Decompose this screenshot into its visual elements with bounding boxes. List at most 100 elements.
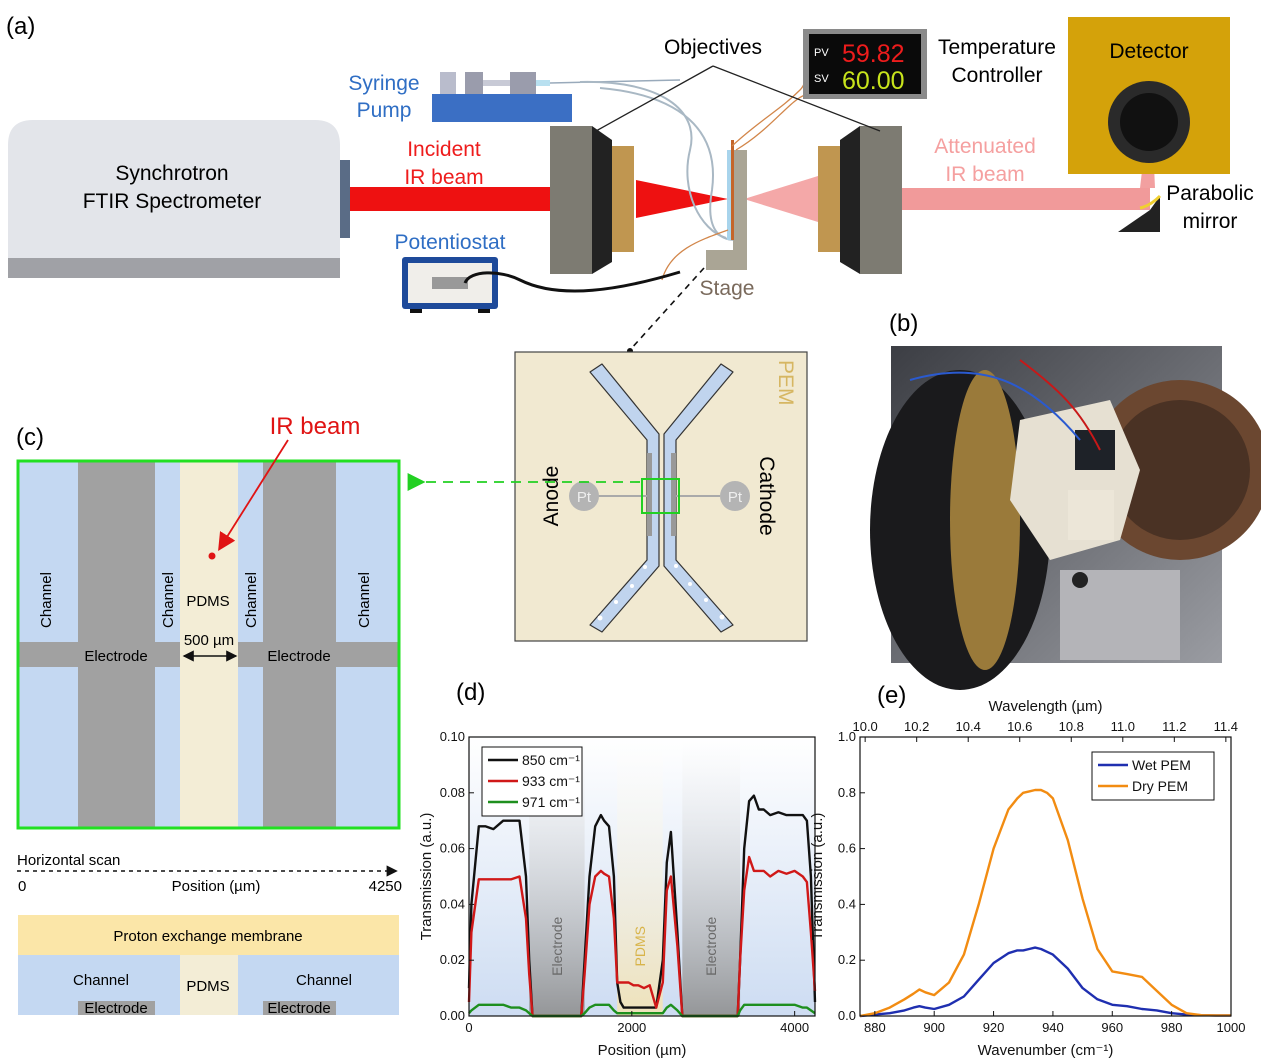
top-axis-label: Wavelength (µm) [989, 698, 1103, 715]
mirror-label-line1: Parabolic [1166, 182, 1254, 205]
channel-label-3: Channel [243, 572, 260, 628]
pt-right: Pt [728, 489, 743, 506]
series-line-2 [468, 1003, 816, 1018]
scan-axis-label: Position (µm) [172, 878, 261, 895]
temperature-controller: PV 59.82 SV 60.00 [803, 29, 927, 99]
mirror-label-line2: mirror [1183, 210, 1238, 233]
region-label-2: Electrode [703, 916, 719, 975]
plot-frame [468, 736, 816, 1017]
top-tick-label-7: 11.4 [1214, 719, 1238, 734]
x-tick-label-1: 2000 [617, 1020, 646, 1035]
incident-beam-label-line2: IR beam [404, 166, 483, 189]
ir-beam-arrow [218, 439, 289, 552]
y-tick-label-1: 0.02 [440, 952, 465, 967]
series-line-0 [859, 946, 1231, 1018]
potentiostat-label: Potentiostat [395, 231, 506, 254]
stage [706, 140, 747, 270]
attenuated-label-line2: IR beam [945, 163, 1024, 186]
incident-beam [350, 187, 550, 211]
region-2 [682, 737, 741, 1016]
pt-left: Pt [577, 489, 592, 506]
y-tick-label-3: 0.6 [838, 841, 856, 856]
membrane-label: Proton exchange membrane [113, 928, 302, 945]
y-tick-label-5: 1.0 [838, 729, 856, 744]
ir-beam-label: IR beam [270, 413, 361, 440]
channel-label-2: Channel [160, 572, 177, 628]
incident-beam-focus [636, 180, 728, 218]
attenuated-beam [902, 188, 1150, 210]
series-line-1 [859, 788, 1231, 1018]
spectrometer-label-line1: Synchrotron [115, 162, 228, 185]
pem-label: PEM [774, 360, 797, 406]
legend-box [1091, 751, 1215, 801]
y-tick-label-0: 0.0 [838, 1008, 856, 1023]
objective-right [818, 126, 902, 274]
attenuated-beam-cone [744, 176, 818, 222]
top-tick-label-3: 10.6 [1007, 719, 1032, 734]
sv-label: SV [814, 73, 829, 85]
y-tick-label-0: 0.00 [440, 1008, 465, 1023]
syringe-label-line1: Syringe [348, 72, 419, 95]
electrode-label-left: Electrode [84, 648, 147, 665]
top-tick-label-0: 10.0 [852, 719, 877, 734]
panel-label-c: (c) [16, 424, 44, 451]
plot-frame [859, 736, 1232, 1017]
y-tick-label-4: 0.08 [440, 785, 465, 800]
parabolic-mirror [1118, 196, 1160, 232]
cs-pdms: PDMS [186, 978, 229, 995]
spectrometer-label-line2: FTIR Spectrometer [83, 190, 262, 213]
chip: Pt Pt PEM Anode Cathode [514, 351, 808, 642]
setup-photo [870, 346, 1261, 690]
panel-label-d: (d) [456, 679, 485, 706]
x-axis-label: Wavenumber (cm⁻¹) [978, 1042, 1114, 1059]
y-tick-label-1: 0.2 [838, 952, 856, 967]
region-label-0: Electrode [549, 916, 565, 975]
pv-value: 59.82 [842, 40, 905, 68]
x-tick-label-3: 940 [1042, 1020, 1064, 1035]
horizontal-scan: Horizontal scan 0 Position (µm) 4250 [17, 852, 402, 895]
series-line-0 [467, 794, 817, 1018]
zoom-view: Channel Channel Channel Channel PDMS Ele… [16, 413, 401, 830]
objectives-label: Objectives [664, 36, 762, 59]
detector: Detector [1068, 17, 1230, 174]
region-label-1: PDMS [632, 926, 648, 966]
syringe-label-line2: Pump [357, 99, 412, 122]
potentiostat [402, 257, 498, 313]
x-axis-label: Position (µm) [598, 1042, 687, 1059]
cs-channel-right: Channel [296, 972, 352, 989]
y-tick-label-5: 0.10 [440, 729, 465, 744]
pdms-label: PDMS [186, 593, 229, 610]
thermocouple-wire [731, 64, 811, 147]
legend-label-1: 933 cm⁻¹ [522, 773, 580, 789]
attenuated-label-line1: Attenuated [934, 135, 1036, 158]
stage-label: Stage [700, 277, 755, 300]
panel-label-b: (b) [889, 310, 918, 337]
scan-label: Horizontal scan [17, 852, 120, 869]
panel-label-e: (e) [877, 682, 906, 709]
x-tick-label-1: 900 [923, 1020, 945, 1035]
scan-start: 0 [18, 878, 26, 895]
cathode-label: Cathode [755, 456, 778, 535]
temp-controller-label-line1: Temperature [938, 36, 1056, 59]
panel-label-a: (a) [6, 13, 35, 40]
electrode-label-right: Electrode [267, 648, 330, 665]
top-tick-label-4: 10.8 [1059, 719, 1084, 734]
x-tick-label-6: 1000 [1217, 1020, 1246, 1035]
top-tick-label-2: 10.4 [956, 719, 981, 734]
potentiostat-cable [463, 270, 681, 293]
x-tick-label-4: 960 [1101, 1020, 1123, 1035]
x-tick-label-0: 880 [864, 1020, 886, 1035]
x-tick-label-5: 980 [1161, 1020, 1183, 1035]
incident-beam-label-line1: Incident [407, 138, 481, 161]
ftir-spectrometer: Synchrotron FTIR Spectrometer [8, 120, 350, 278]
x-tick-label-2: 4000 [780, 1020, 809, 1035]
ir-beam-spot [208, 552, 216, 560]
top-tick-label-6: 11.2 [1162, 719, 1186, 734]
channel-label-1: Channel [38, 572, 55, 628]
detector-label: Detector [1109, 40, 1188, 63]
top-tick-label-5: 11.0 [1111, 719, 1135, 734]
legend-label-2: 971 cm⁻¹ [522, 794, 580, 810]
